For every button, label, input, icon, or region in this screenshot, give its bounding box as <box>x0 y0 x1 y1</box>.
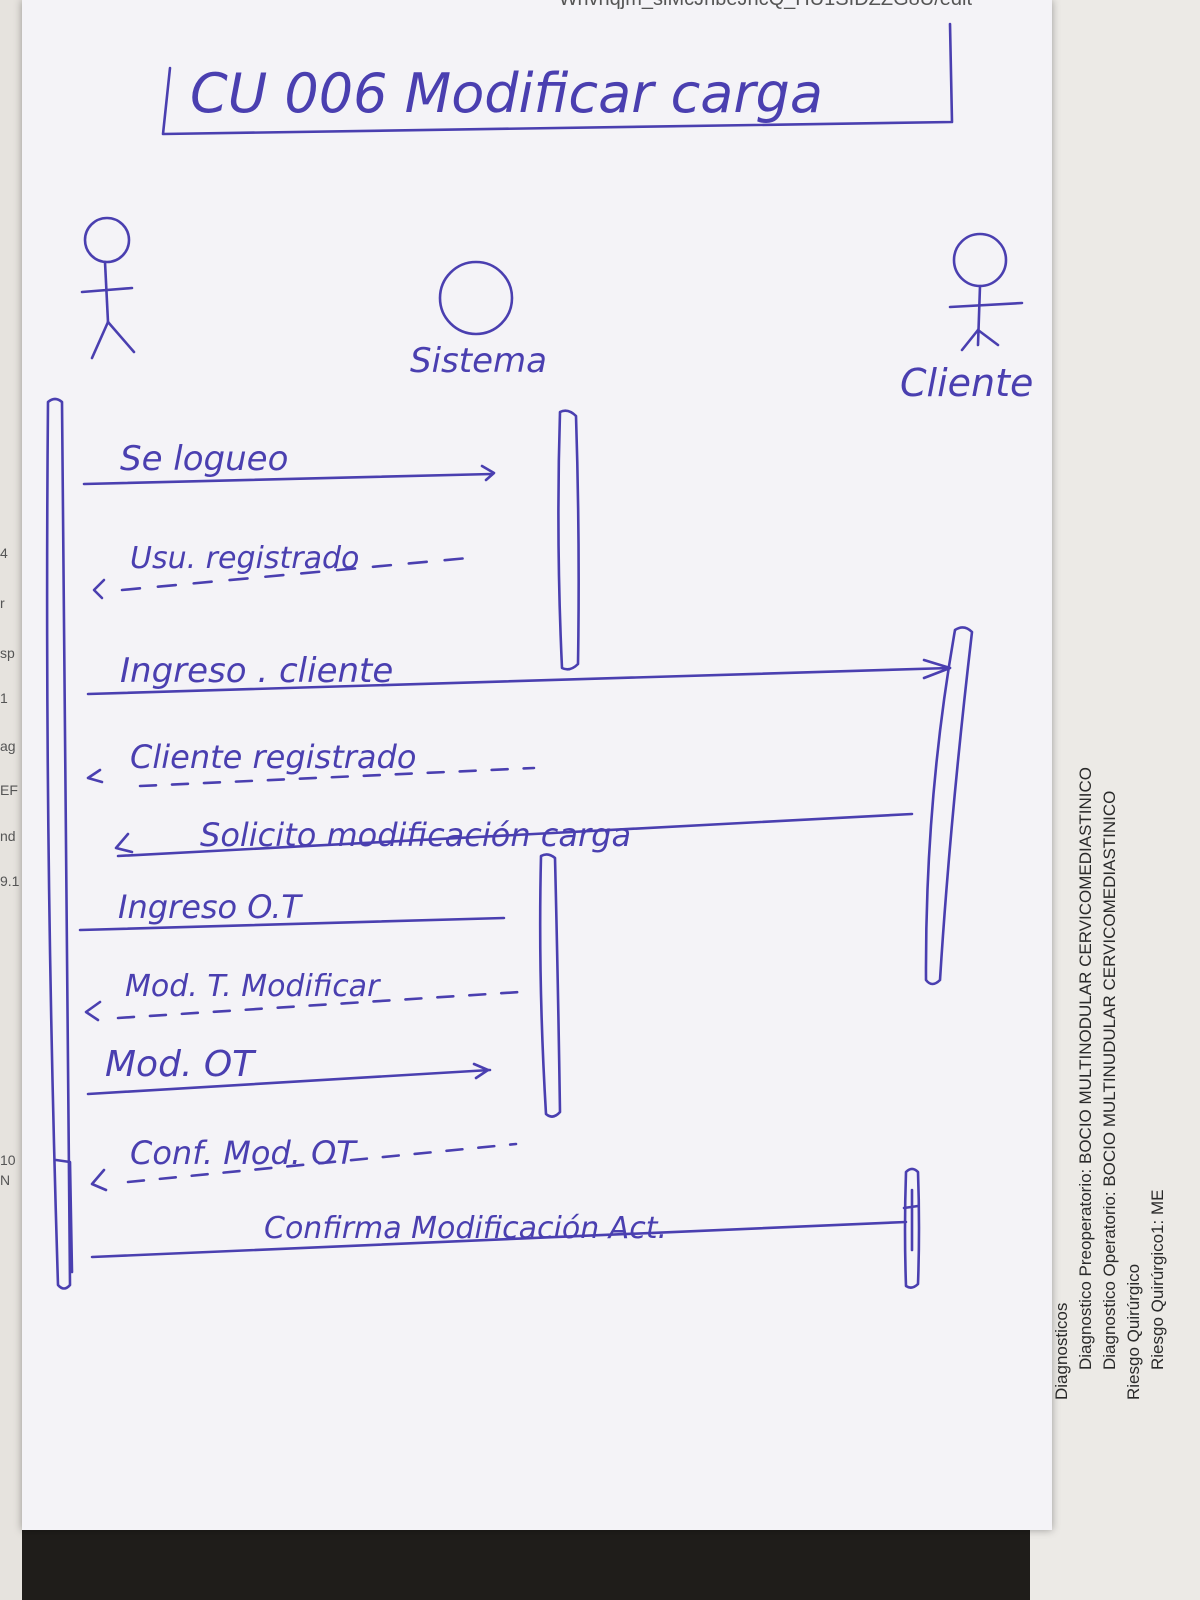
client-stick-figure <box>948 232 1024 352</box>
msg-arrow-return <box>116 990 522 1020</box>
screen-glyph: sp <box>0 645 15 661</box>
msg-arrow <box>90 1220 908 1259</box>
screen-glyph: ag <box>0 738 16 754</box>
msg-arrow-return <box>120 556 470 592</box>
client-activation-bar-1 <box>924 626 974 986</box>
msg-arrowhead <box>86 768 104 784</box>
screen-glyph: 9.1 <box>0 873 20 889</box>
participant-label-sistema: Sistema <box>410 341 547 381</box>
msg-arrow-return <box>138 766 536 788</box>
actor-stick-figure <box>80 216 136 360</box>
msg-arrow <box>86 1062 492 1096</box>
message-label: Ingreso . cliente <box>120 651 393 691</box>
message-label: Ingreso O.T <box>118 888 303 926</box>
screen-edge: 4 r sp 1 ag EF nd 9.1 10 N <box>0 0 22 1600</box>
paper-sheet: Wrlvhqjm_siMcJhbeJhcQ_HU1SIDZZG8U/edit <box>22 0 1052 1530</box>
actor-activation-bar-inner <box>54 1158 74 1274</box>
diagram-title: CU 006 Modificar carga <box>190 62 823 125</box>
actor-activation-bar <box>45 397 72 1290</box>
msg-arrow <box>78 916 506 932</box>
system-activation-bar-1 <box>557 409 580 671</box>
title-box <box>161 22 954 136</box>
message-label: Confirma Modificación Act. <box>264 1211 667 1246</box>
screen-glyph: 1 <box>0 690 8 706</box>
screen-glyph: N <box>0 1172 11 1188</box>
msg-arrow-return <box>126 1142 518 1184</box>
screen-glyph: r <box>0 595 5 611</box>
message-label: Mod. OT <box>105 1044 257 1085</box>
screen-glyph: nd <box>0 828 16 844</box>
system-activation-bar-2 <box>538 853 562 1118</box>
message-label: Mod. T. Modificar <box>125 969 381 1004</box>
url-fragment: Wrlvhqjm_siMcJhbeJhcQ_HU1SIDZZG8U/edit <box>192 0 972 12</box>
screen-glyph: 4 <box>0 545 8 561</box>
msg-arrow <box>82 464 496 486</box>
background-document <box>1030 0 1200 1600</box>
participant-label-cliente: Cliente <box>900 361 1033 405</box>
message-label: Cliente registrado <box>130 738 416 776</box>
message-label: Solicito modificación carga <box>200 816 631 854</box>
msg-arrowhead <box>84 1000 102 1022</box>
system-circle <box>438 260 514 336</box>
client-activation-bar-2 <box>903 1167 921 1289</box>
message-label: Se logueo <box>120 439 288 479</box>
screen-glyph: EF <box>0 782 18 798</box>
message-label: Usu. registrado <box>130 541 359 576</box>
msg-arrow <box>114 812 914 858</box>
message-label: Conf. Mod. OT <box>130 1134 358 1172</box>
msg-arrowhead <box>90 1168 108 1192</box>
screen-glyph: 10 <box>0 1152 16 1168</box>
msg-arrow <box>86 658 952 696</box>
msg-arrowhead <box>92 578 106 600</box>
client-activation-bar-2-detail <box>902 1188 920 1252</box>
